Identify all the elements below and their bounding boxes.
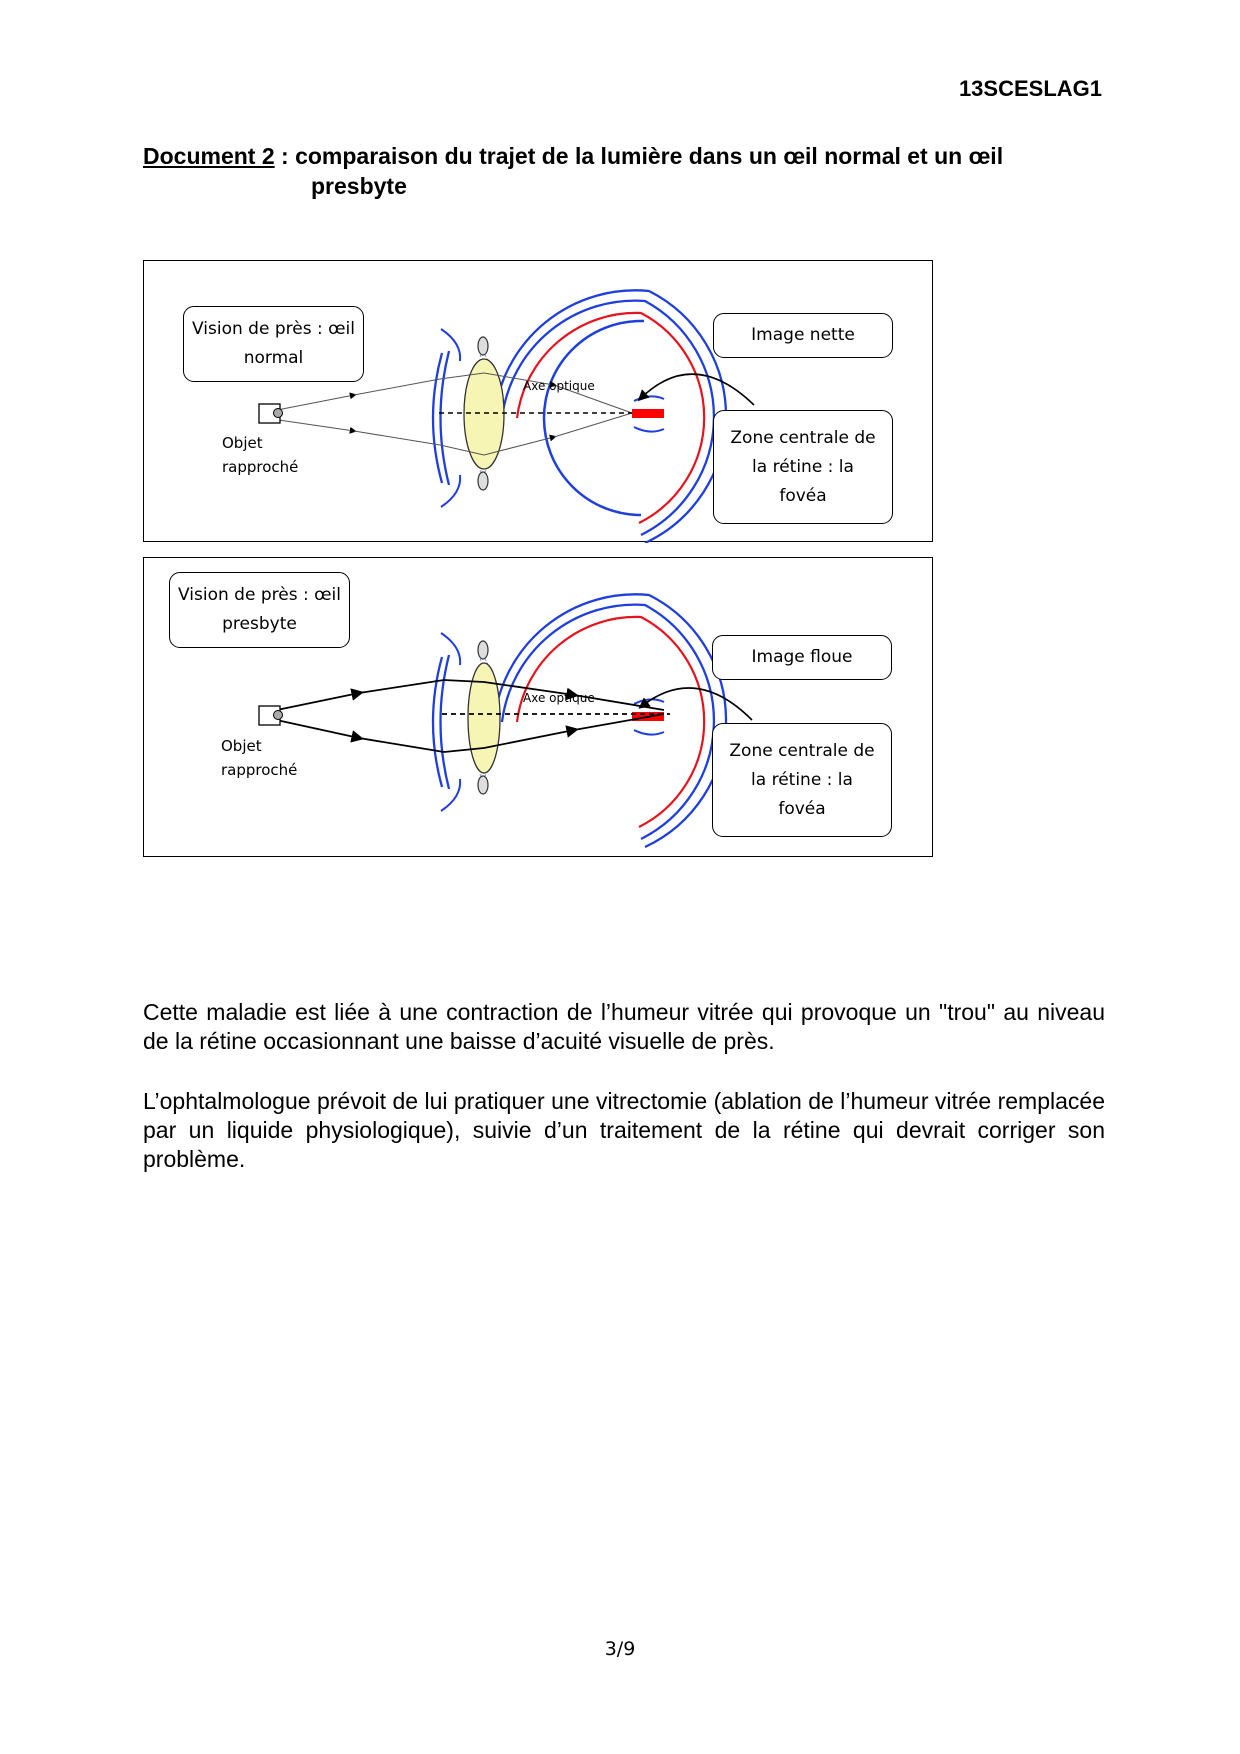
page-number: 3/9 xyxy=(604,1638,636,1660)
fovea-pointer xyxy=(638,687,753,721)
light-rays xyxy=(271,679,665,753)
object-label-line-1: Objet xyxy=(222,434,263,452)
diagram-title: Vision de près : œil normal xyxy=(192,319,355,368)
title-line-2: presbyte xyxy=(311,173,407,199)
paragraph-2: L’ophtalmologue prévoit de lui pratiquer… xyxy=(143,1088,1105,1172)
object-marker xyxy=(258,403,283,424)
eye-diagram-presbyopic xyxy=(258,593,753,849)
document-code: 13SCESLAG1 xyxy=(958,76,1102,101)
object-label-line-2: rapproché xyxy=(222,458,299,476)
light-rays xyxy=(271,372,633,456)
eye-diagram-normal xyxy=(258,289,755,543)
axis-label: Axe optique xyxy=(523,691,595,705)
fovea-label: Zone centrale de la rétine : la fovéa xyxy=(729,740,875,819)
fovea-pointer xyxy=(637,373,755,406)
image-result-box: Image nette xyxy=(713,313,893,358)
diagram-title-box: Vision de près : œil presbyte xyxy=(169,572,350,648)
fovea-label: Zone centrale de la rétine : la fovéa xyxy=(730,427,876,506)
diagram-normal-eye: Vision de près : œil normal Objet rappro… xyxy=(143,260,933,543)
document-title: Document 2 : comparaison du trajet de la… xyxy=(143,141,1103,201)
fovea-box: Zone centrale de la rétine : la fovéa xyxy=(712,723,892,837)
object-marker xyxy=(258,705,283,726)
crystalline-lens xyxy=(463,358,505,470)
object-label: Objet rapproché xyxy=(222,431,298,479)
document-label: Document 2 xyxy=(143,143,275,169)
eyeball xyxy=(431,289,728,543)
diagram-presbyopic-eye: Vision de près : œil presbyte Objet rapp… xyxy=(143,557,933,857)
image-result-label: Image floue xyxy=(751,647,853,667)
axis-label: Axe optique xyxy=(523,379,595,393)
object-label-line-1: Objet xyxy=(221,737,262,755)
paragraph-1: Cette maladie est liée à une contraction… xyxy=(143,999,1105,1054)
fovea-box: Zone centrale de la rétine : la fovéa xyxy=(713,410,893,524)
image-result-label: Image nette xyxy=(751,325,855,345)
object-label: Objet rapproché xyxy=(221,734,297,782)
image-result-box: Image floue xyxy=(712,635,892,680)
diagram-title: Vision de près : œil presbyte xyxy=(178,585,341,634)
diagram-title-box: Vision de près : œil normal xyxy=(183,306,364,382)
crystalline-lens xyxy=(467,662,501,774)
object-label-line-2: rapproché xyxy=(221,761,298,779)
title-line-1: : comparaison du trajet de la lumière da… xyxy=(274,143,1004,169)
